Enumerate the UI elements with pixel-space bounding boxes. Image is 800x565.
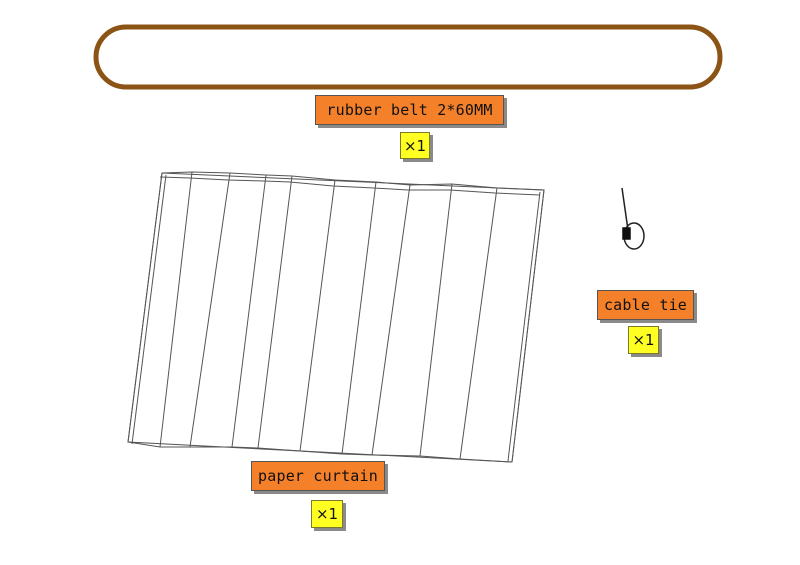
part-label-cable-tie: cable tie	[597, 290, 694, 320]
rubber-belt-icon	[93, 24, 723, 90]
part-label-rubber-belt: rubber belt 2*60MM	[315, 95, 504, 125]
part-quantity-rubber-belt: ×1	[400, 132, 430, 159]
cable-tie-icon	[621, 187, 645, 250]
part-quantity-paper-curtain: ×1	[311, 500, 343, 528]
paper-curtain-icon	[127, 171, 545, 463]
part-label-paper-curtain: paper curtain	[251, 461, 385, 491]
part-quantity-cable-tie: ×1	[628, 326, 659, 354]
